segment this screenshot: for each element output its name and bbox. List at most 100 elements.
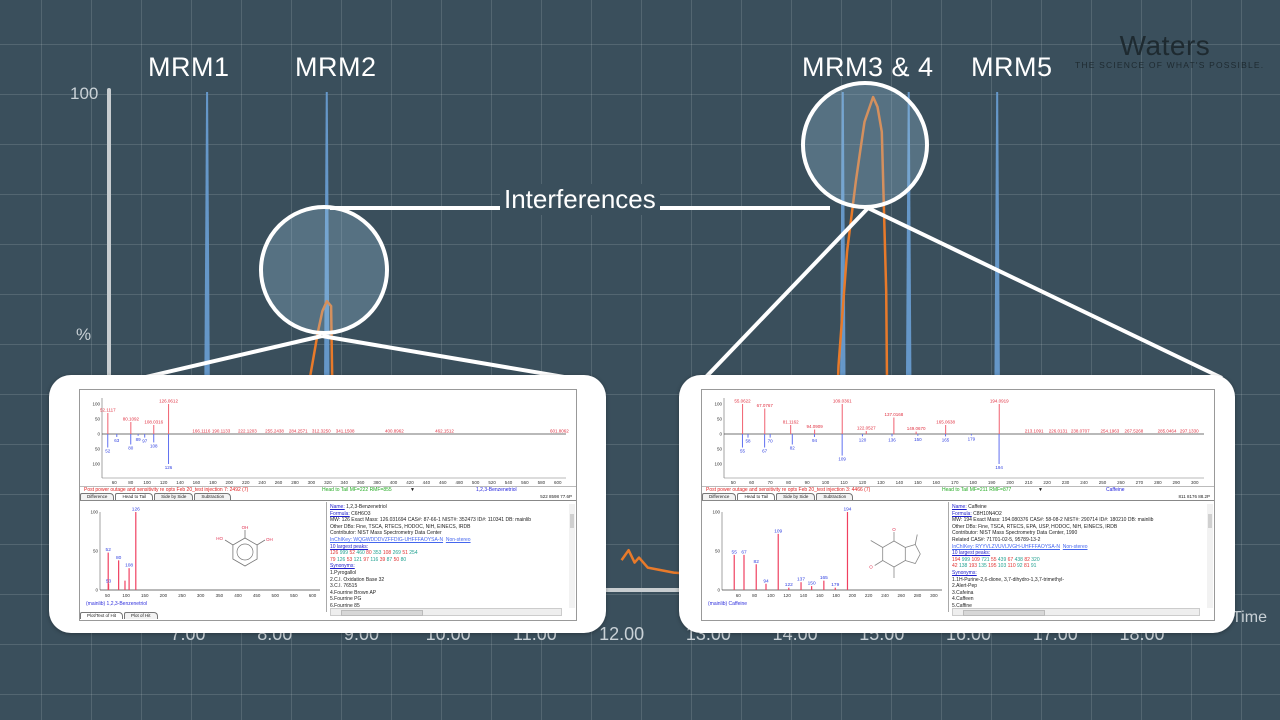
- mirror-x-tick: 260: [1117, 480, 1125, 485]
- status-head-to-tail: Head to Tail MF=211 RMF=877: [942, 487, 1012, 493]
- tab-difference[interactable]: Difference: [702, 493, 737, 500]
- library-peak-label: 67: [762, 449, 768, 454]
- lib-x-tick: 450: [253, 593, 261, 598]
- tab-side-by-side[interactable]: Side by Side: [776, 493, 816, 500]
- mirror-x-tick: 220: [242, 480, 250, 485]
- mrm2-label: MRM2: [295, 52, 377, 82]
- tab-head-to-tail[interactable]: Head to Tail: [737, 493, 776, 500]
- sample-peak-label: 213.1091: [1025, 429, 1044, 434]
- mirror-x-tick: 260: [275, 480, 283, 485]
- inchikey-link[interactable]: InChIKey: WQGWDDDVZFFDIG-UHFFFAOYSA-N: [330, 536, 444, 543]
- name-key[interactable]: Name:: [330, 504, 345, 510]
- tab-subtraction[interactable]: Subtraction: [194, 493, 232, 500]
- library-peak-label: 53: [106, 578, 112, 584]
- status-bar: Post power outage and sensitivity re opt…: [702, 486, 1214, 494]
- peak-mz: 110: [1007, 563, 1017, 570]
- formula-key[interactable]: Formula:: [330, 510, 350, 517]
- lib-x-tick: 200: [160, 593, 168, 598]
- largest-peaks-row2: 42 138 193 135 195 103 110 92 81 91: [952, 563, 1208, 570]
- tab-plot-of-hit[interactable]: Plot of Hit: [124, 612, 158, 619]
- library-peak-label: 126: [132, 507, 140, 513]
- tab-subtraction[interactable]: Subtraction: [816, 493, 854, 500]
- name-key[interactable]: Name:: [952, 504, 967, 510]
- horizontal-scrollbar[interactable]: [330, 608, 562, 616]
- mirror-x-tick: 240: [1080, 480, 1088, 485]
- lib-y-tick: 0: [95, 588, 98, 593]
- peak-mz: 55: [990, 556, 998, 563]
- library-peak-label: 82: [790, 446, 796, 451]
- sample-peak-label: 601.8062: [550, 429, 569, 434]
- sample-peak-label: 122.0527: [857, 426, 876, 431]
- horizontal-scrollbar[interactable]: [952, 608, 1200, 616]
- lib-y-tick: 50: [715, 549, 721, 554]
- compound-name: 1,2,3-Benzenetriol: [346, 504, 387, 510]
- compound-formula: C8H10N4O2: [973, 510, 1002, 517]
- synonyms-key[interactable]: Synonyms:: [952, 569, 977, 576]
- vertical-scrollbar[interactable]: [1207, 504, 1213, 608]
- contributor: Contributor: NIST Mass Spectrometry Data…: [952, 530, 1078, 537]
- lib-x-tick: 400: [234, 593, 242, 598]
- library-peak-label: 80: [116, 555, 122, 561]
- sample-peak-label: 255.2438: [265, 429, 284, 434]
- synonym-item: 4.Caffeen: [952, 596, 974, 603]
- lib-x-tick: 60: [736, 593, 742, 598]
- peak-mz: 50: [393, 556, 401, 563]
- mirror-x-tick: 440: [423, 480, 431, 485]
- sample-peak-label: 149.0670: [907, 426, 926, 431]
- largest-peaks-key[interactable]: 10 largest peaks:: [952, 550, 991, 557]
- mirror-y-tick: 50: [95, 417, 101, 422]
- tab-plot-text-of-hit[interactable]: Plot/Text of Hit: [80, 612, 124, 619]
- mirror-x-tick: 60: [749, 480, 755, 485]
- library-caption: (mainlib) 1,2,3-Benzenetriol: [86, 601, 148, 607]
- peak-mz: 193: [968, 563, 979, 570]
- x-tick-label: 12.00: [599, 624, 645, 644]
- mirror-y-tick: 50: [717, 417, 723, 422]
- tab-side-by-side[interactable]: Side by Side: [154, 493, 194, 500]
- lib-x-tick: 120: [783, 593, 791, 598]
- peak-intensity: 320: [1031, 556, 1040, 563]
- mirror-x-tick: 600: [554, 480, 562, 485]
- mirror-x-tick: 280: [291, 480, 299, 485]
- other-dbs: Other DBs: Fine, TSCA, RTECS, EPA, USP, …: [952, 523, 1118, 530]
- inchikey-link[interactable]: InChIKey: RYYVLZVUVIJVGH-UHFFFAOYSA-N: [952, 543, 1060, 550]
- mirror-x-tick: 140: [896, 480, 904, 485]
- peak-intensity: 999: [961, 556, 972, 563]
- tab-difference[interactable]: Difference: [80, 493, 115, 500]
- sample-peak-label: 137.0168: [884, 412, 903, 417]
- status-arrow[interactable]: ▼: [1038, 487, 1043, 493]
- library-peak-label: 52: [106, 547, 112, 553]
- peak-mz: 80: [366, 550, 374, 557]
- largest-peaks-row1: 194 999 109 721 55 439 67 438 82 320: [952, 557, 1208, 564]
- library-peak-label: 122: [785, 582, 793, 588]
- vertical-scrollbar[interactable]: [569, 504, 575, 608]
- sample-peak-label: 109.0361: [833, 399, 852, 404]
- non-stereo-link[interactable]: Non-stereo: [1062, 543, 1088, 550]
- library-peak-label: 137: [797, 577, 805, 583]
- id-number: 522 8598 77.6P: [540, 494, 572, 499]
- library-peak-label: 94: [812, 438, 818, 443]
- library-peak-label: 136: [888, 437, 896, 442]
- status-warning: Post power outage and sensitivity re opt…: [84, 487, 249, 493]
- synonyms-key[interactable]: Synonyms:: [330, 563, 355, 570]
- peak-intensity: 135: [978, 563, 989, 570]
- library-peak-label: 165: [820, 575, 828, 581]
- lib-x-tick: 80: [752, 593, 758, 598]
- svg-text:HO: HO: [216, 536, 223, 541]
- sample-peak-label: 166.1116: [192, 429, 211, 434]
- largest-peaks-key[interactable]: 10 largest peaks:: [330, 543, 369, 550]
- peak-intensity: 121: [353, 556, 364, 563]
- tab-head-to-tail[interactable]: Head to Tail: [115, 493, 154, 500]
- peak-mz: 52: [349, 550, 357, 557]
- library-peak-label: 55: [732, 549, 738, 555]
- non-stereo-link[interactable]: Non-stereo: [445, 536, 471, 543]
- peak-intensity: 80: [400, 556, 407, 563]
- mirror-x-tick: 210: [1025, 480, 1033, 485]
- peak-intensity: 116: [370, 556, 380, 563]
- library-peak-label: 108: [125, 563, 133, 569]
- mirror-x-tick: 280: [1154, 480, 1162, 485]
- formula-key[interactable]: Formula:: [952, 510, 972, 517]
- status-arrow[interactable]: ▼: [410, 487, 415, 493]
